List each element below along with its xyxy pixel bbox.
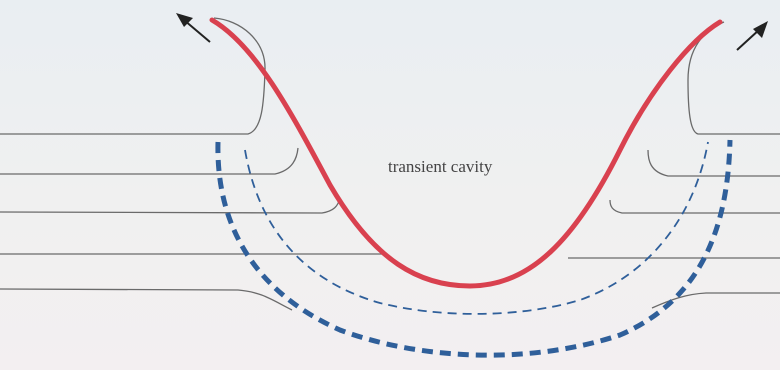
arrow-up-right-icon <box>736 21 768 51</box>
stratum-line-2-right <box>647 149 780 177</box>
stratum-line-3-left <box>0 197 341 214</box>
strata-right <box>568 21 780 309</box>
stratum-line-1-left <box>0 17 266 135</box>
strata-left <box>0 17 382 311</box>
stratum-line-5-right <box>651 292 780 309</box>
transient-cavity-outline <box>209 17 723 289</box>
stratum-line-5-left <box>0 288 293 311</box>
stratum-line-3-right <box>609 199 780 214</box>
arrow-up-left-icon <box>176 13 211 43</box>
transient-cavity-label: transient cavity <box>388 157 493 176</box>
outer-dashed-boundary <box>215 139 733 358</box>
stratum-line-2-left <box>0 147 299 175</box>
